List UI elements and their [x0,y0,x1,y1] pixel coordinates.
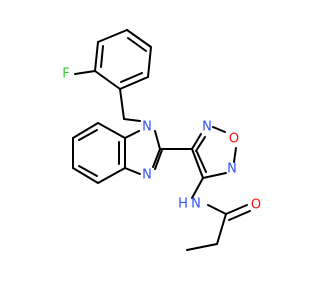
svg-text:N: N [191,197,201,212]
oxadiazole-ring [191,126,237,179]
atom-label-o-carbonyl: O [251,198,261,213]
carbonyl-ch2-bond [216,213,227,245]
carbonyl-double-bond-b [228,210,251,221]
oxadiazole-nh-bond [191,177,204,199]
carbonyl-double-bond-a [225,204,248,215]
svg-text:H: H [178,197,188,212]
ch2-n-bond [123,118,141,122]
svg-text:F: F [62,67,69,82]
atom-label-n-amide: N [191,197,201,212]
structure-canvas: F N N N O N N H O [62,29,262,251]
molecule-structure: F N N N O N N H O [62,29,261,251]
svg-text:O: O [251,198,261,213]
fluorophenyl-ring [94,29,152,90]
benzimidazole-benzo-ring [72,122,126,184]
ethyl-ch3-bond [186,243,218,251]
benzimidazole-imidazole-ring [124,130,163,175]
c-f-bond [74,70,96,75]
atom-label-n-benzimidazole-3: N [142,168,152,183]
atom-label-o-oxadiazole: O [229,132,239,147]
atom-label-fluorine: F [62,67,69,82]
nh-carbonyl-bond [207,204,227,215]
svg-text:N: N [142,120,152,135]
atom-label-n-oxadiazole-5: N [227,162,237,177]
atom-label-n-oxadiazole-2: N [202,120,212,135]
svg-text:N: N [142,168,152,183]
svg-text:N: N [202,120,212,135]
svg-text:O: O [229,132,239,147]
atom-label-h-amide: H [178,197,188,212]
benzyl-ch2-bond [119,88,125,120]
atom-label-n-benzimidazole-1: N [142,120,152,135]
svg-text:N: N [227,162,237,177]
